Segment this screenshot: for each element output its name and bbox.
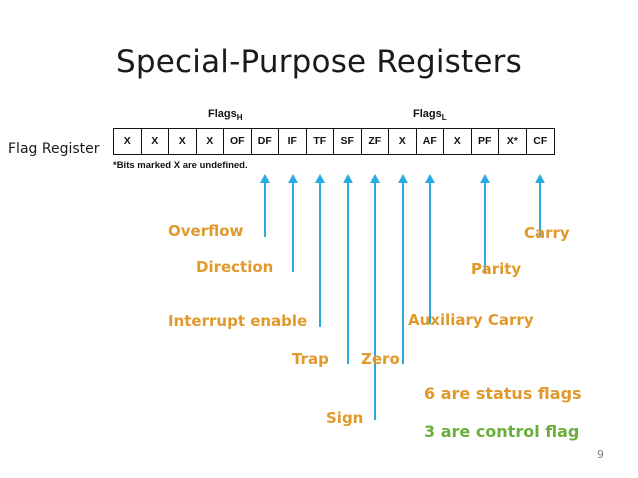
- flag-bit-cell: ZF: [362, 129, 389, 154]
- callout-label: Direction: [196, 258, 274, 276]
- summary-status-flags: 6 are status flags: [424, 384, 582, 403]
- flag-bit-cell: SF: [334, 129, 362, 154]
- flags-high-subscript: H: [236, 113, 243, 123]
- flag-bit-cell: OF: [224, 129, 252, 154]
- callout-arrow: [535, 174, 545, 237]
- callout-arrow: [370, 174, 380, 420]
- callout-arrow: [288, 174, 298, 272]
- flag-bit-cell: X: [197, 129, 224, 154]
- callout-label: Overflow: [168, 222, 244, 240]
- flag-bit-cell: X: [444, 129, 472, 154]
- flag-bit-cell: AF: [417, 129, 444, 154]
- flag-bit-cell: IF: [279, 129, 307, 154]
- flag-bit-cell: X: [142, 129, 169, 154]
- callout-label: Parity: [471, 260, 522, 278]
- flag-bit-cell: X: [114, 129, 142, 154]
- callout-label: Carry: [524, 224, 570, 242]
- flag-bit-cell: X*: [499, 129, 527, 154]
- callout-label: Interrupt enable: [168, 312, 308, 330]
- page-number: 9: [597, 448, 604, 461]
- flag-bit-cell: TF: [307, 129, 334, 154]
- callout-label: Trap: [292, 350, 329, 368]
- callout-arrow: [260, 174, 270, 237]
- flags-low-subscript: L: [441, 113, 447, 123]
- flags-low-text: Flags: [413, 108, 442, 120]
- callout-arrow: [425, 174, 435, 324]
- flags-high-text: Flags: [208, 108, 237, 120]
- callout-arrow: [480, 174, 490, 272]
- flag-bit-cell: X: [169, 129, 197, 154]
- flag-bit-cell: PF: [472, 129, 499, 154]
- summary-control-flags: 3 are control flag: [424, 422, 580, 441]
- callout-label: Sign: [326, 409, 364, 427]
- page-title: Special-Purpose Registers: [116, 44, 522, 80]
- flag-register-label: Flag Register: [8, 141, 100, 157]
- flag-bit-cell: CF: [533, 135, 548, 147]
- flag-bit-cell: DF: [252, 129, 279, 154]
- callout-label: Zero: [361, 350, 400, 368]
- diagram-footnote: *Bits marked X are undefined.: [113, 160, 248, 171]
- callout-arrow: [343, 174, 353, 364]
- callout-arrow: [315, 174, 325, 327]
- callout-label: Auxiliary Carry: [408, 311, 534, 329]
- flags-high-label: FlagsH: [208, 108, 243, 122]
- flag-bit-cell: X: [389, 129, 417, 154]
- flags-low-label: FlagsL: [413, 108, 447, 122]
- callout-arrow: [398, 174, 408, 364]
